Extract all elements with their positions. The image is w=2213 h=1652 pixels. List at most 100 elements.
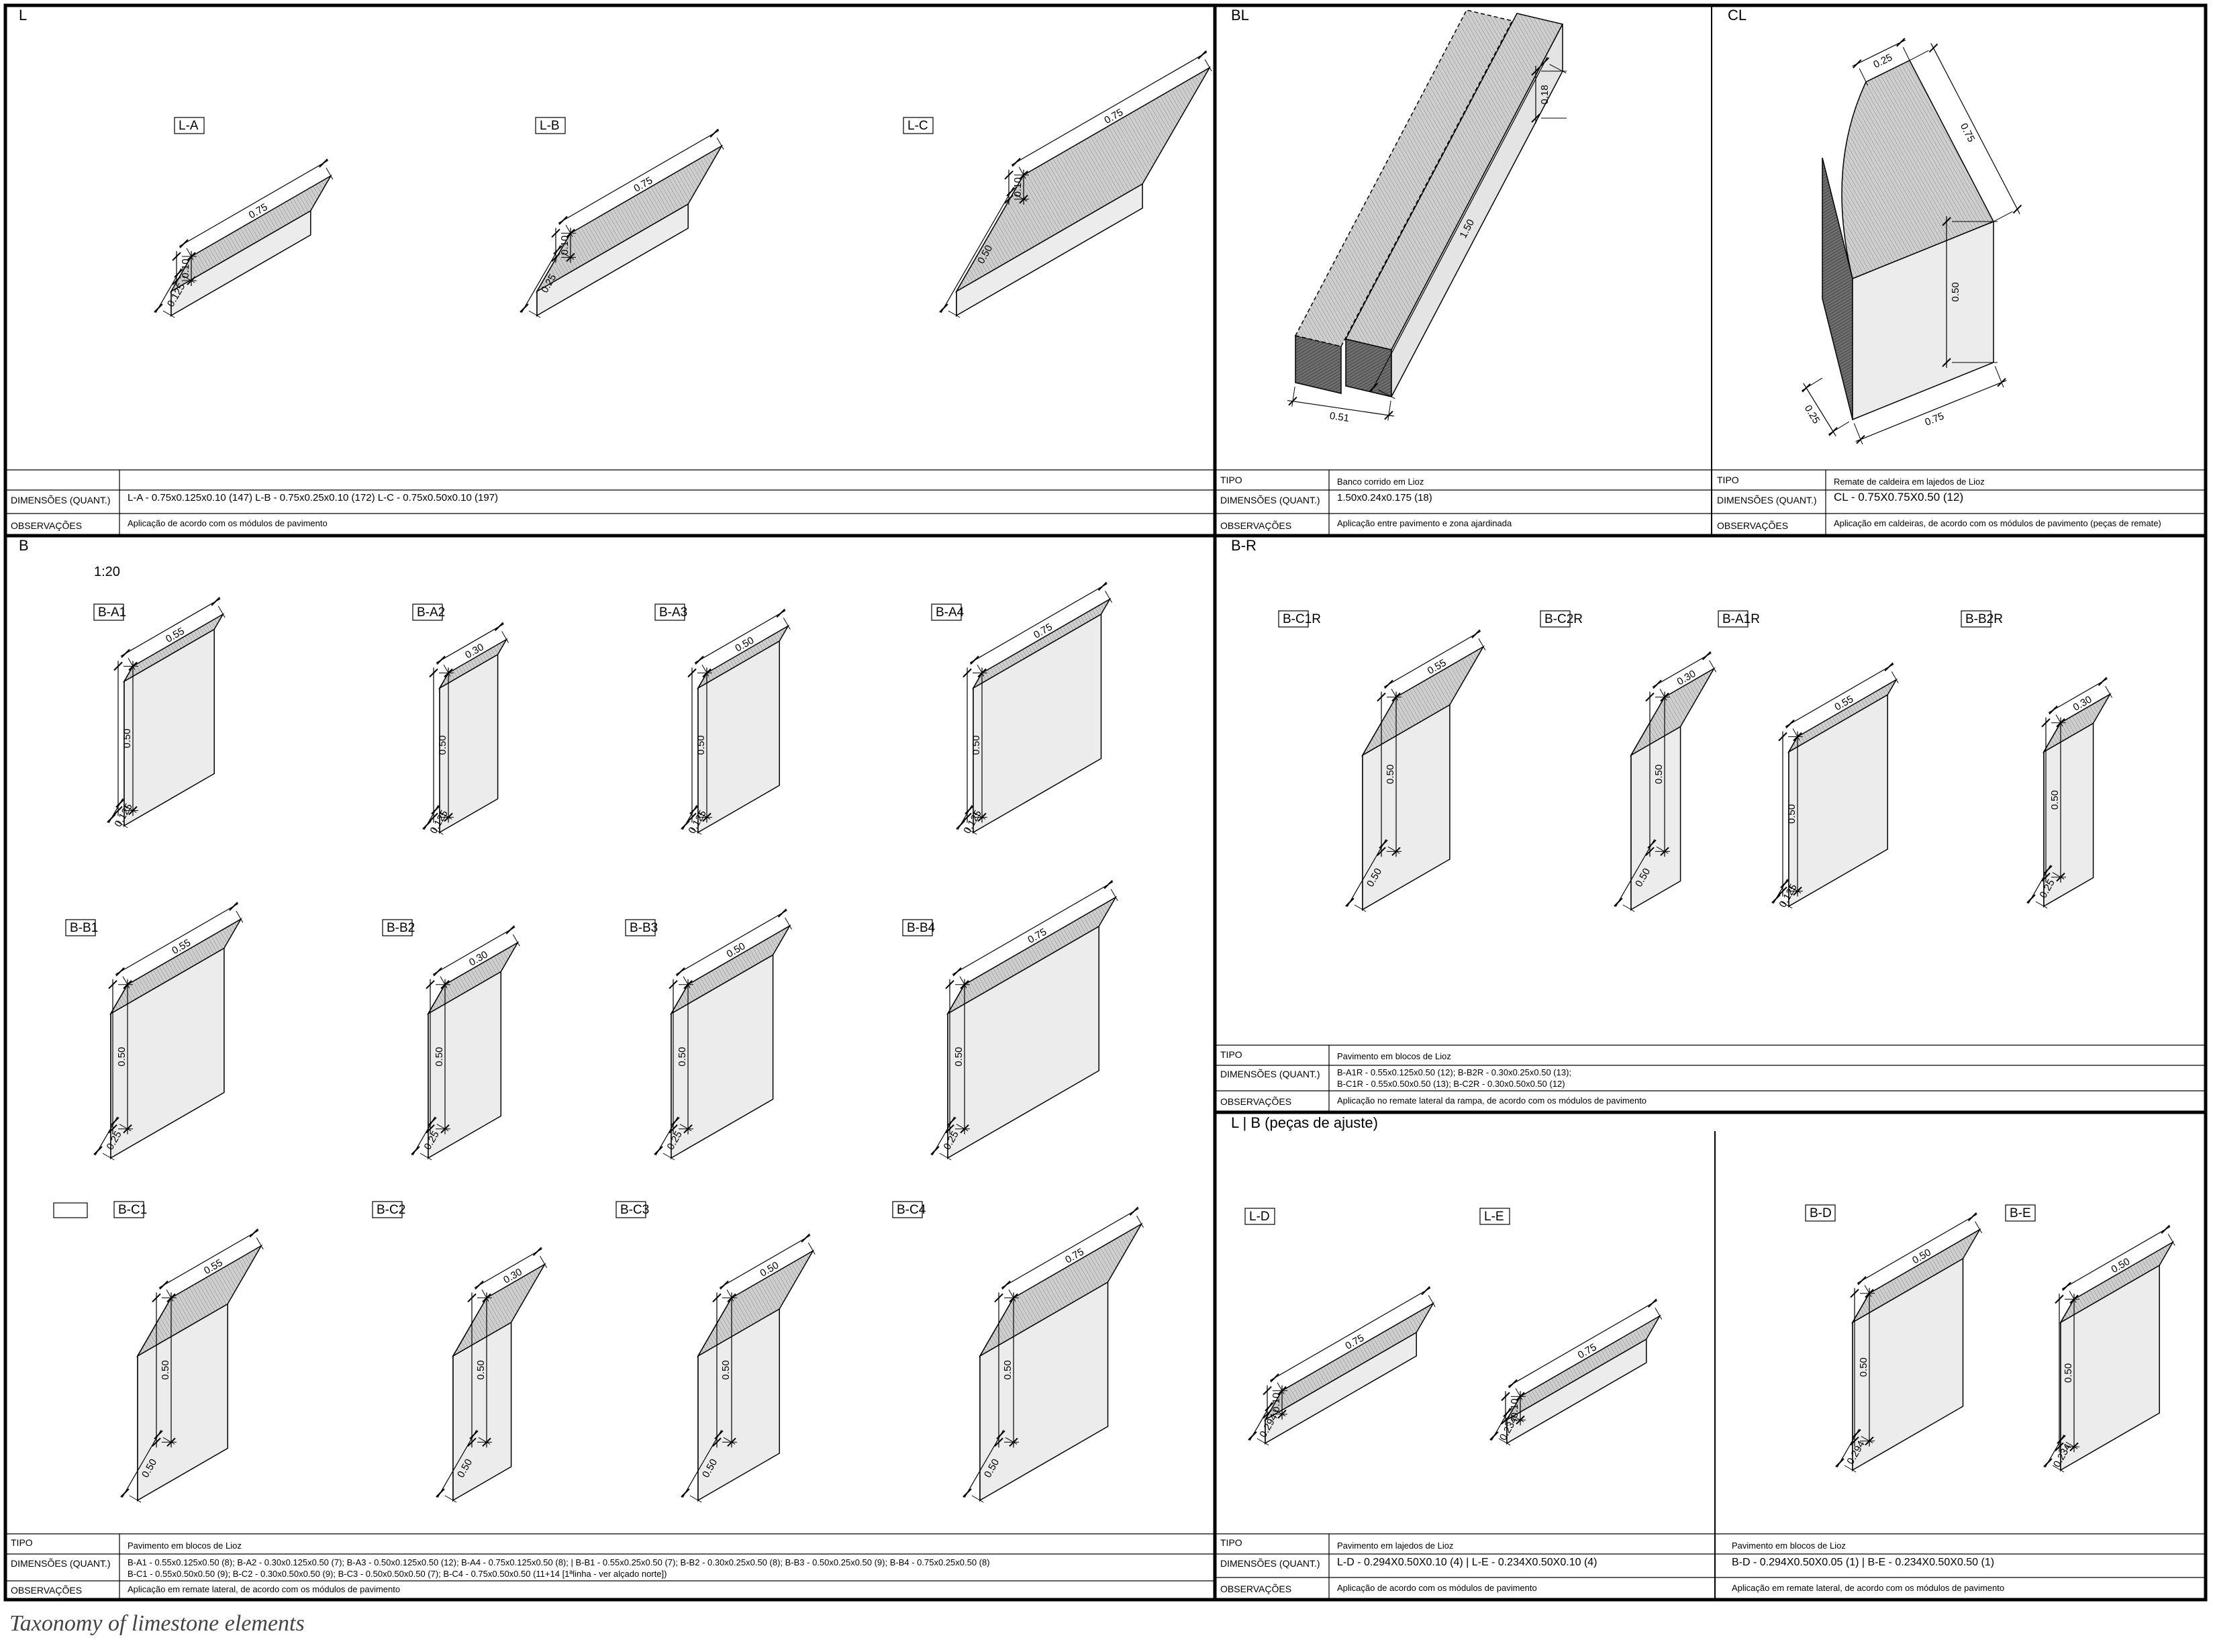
row-label: DIMENSÕES (QUANT.) xyxy=(11,1558,111,1569)
row-value: Pavimento em lajedos de Lioz xyxy=(1337,1541,1453,1551)
row-label: TIPO xyxy=(11,1537,33,1548)
dimension-label: 0.51 xyxy=(1329,410,1350,424)
piece-label-l-e: L-E xyxy=(1484,1210,1504,1224)
piece-label-b-b2: B-B2 xyxy=(387,921,415,935)
row-label: TIPO xyxy=(1220,1537,1242,1548)
piece-label-b-a2-box xyxy=(412,603,443,621)
piece-label-b-c4-box xyxy=(892,1201,923,1218)
row-label: DIMENSÕES (QUANT.) xyxy=(1220,1069,1320,1079)
dimension-label: 0.50 xyxy=(2049,790,2061,810)
dimension-label: 0.50 xyxy=(953,1047,965,1067)
piece-b-c3: 0.500.500.50B-C3 xyxy=(616,1201,816,1503)
piece-label-b-b4-box xyxy=(902,919,933,936)
row-value: B-C1R - 0.55x0.50x0.50 (13); B-C2R - 0.3… xyxy=(1337,1079,1565,1089)
panel-titles: L BL CL B B-R L | B (peças de ajuste) 1:… xyxy=(19,7,1747,1131)
piece-label-b-c1r: B-C1R xyxy=(1283,612,1321,626)
piece-label-b-b2r: B-B2R xyxy=(1965,612,2003,626)
bench-top-face xyxy=(1294,9,1514,347)
blank-label-box xyxy=(53,1202,88,1218)
table-L: DIMENSÕES (QUANT.)L-A - 0.75x0.125x0.10 … xyxy=(5,469,1215,536)
piece-label-b-a1r: B-A1R xyxy=(1722,612,1760,626)
piece-label-l-b-box xyxy=(535,117,566,134)
row-value: Banco corrido em Lioz xyxy=(1337,477,1424,487)
piece-label-b-c1-box xyxy=(113,1201,144,1218)
piece-b-b4: 0.750.500.25B-B4 xyxy=(902,879,1118,1161)
dimension-label: 0.50 xyxy=(1653,765,1665,784)
piece-label-l-d-box xyxy=(1244,1208,1275,1225)
piece-label-b-b2r-box xyxy=(1961,610,1991,628)
row-label: OBSERVAÇÕES xyxy=(1220,1584,1291,1594)
row-value: L-A - 0.75x0.125x0.10 (147) L-B - 0.75x0… xyxy=(128,492,498,503)
row-label: OBSERVAÇÕES xyxy=(1717,520,1788,531)
row-label: OBSERVAÇÕES xyxy=(11,1585,82,1596)
row-value: Aplicação de acordo com os módulos de pa… xyxy=(128,518,328,528)
piece-label-b-b4: B-B4 xyxy=(907,921,936,935)
piece-b-c1r: 0.550.500.50B-C1R xyxy=(1278,610,1486,912)
piece-label-b-e: B-E xyxy=(2010,1206,2031,1220)
piece-label-b-a1: B-A1 xyxy=(98,605,126,620)
dimension-label: 0.10 xyxy=(1012,177,1024,197)
piece-label-b-d: B-D xyxy=(1810,1206,1832,1220)
piece-b-b2: 0.300.500.25B-B2 xyxy=(382,919,520,1161)
piece-label-b-c2r-box xyxy=(1540,610,1571,628)
dimension-label: 0.50 xyxy=(434,1047,445,1067)
dimension-label: 0.10 xyxy=(559,236,571,255)
piece-label-b-c2: B-C2 xyxy=(377,1203,405,1217)
dimension-label: 0.50 xyxy=(121,728,133,748)
piece-label-l-a-box xyxy=(174,117,205,134)
row-label: TIPO xyxy=(1220,475,1242,485)
dimension-label: 0.50 xyxy=(1002,1360,1014,1379)
row-label: OBSERVAÇÕES xyxy=(1220,1096,1291,1107)
row-label: TIPO xyxy=(1220,1049,1242,1060)
row-value: L-D - 0.294X0.50X0.10 (4) | L-E - 0.234X… xyxy=(1337,1557,1597,1568)
row-value: Aplicação em remate lateral, de acordo c… xyxy=(128,1584,400,1594)
row-value: B-A1 - 0.55x0.125x0.50 (8); B-A2 - 0.30x… xyxy=(128,1557,990,1567)
piece-b-c4: 0.750.500.50B-C4 xyxy=(892,1201,1144,1503)
piece-label-l-d: L-D xyxy=(1249,1210,1270,1224)
panel-title-BR: B-R xyxy=(1231,537,1257,554)
dimension-label: 0.50 xyxy=(677,1047,688,1067)
row-value: CL - 0.75X0.75X0.50 (12) xyxy=(1834,491,1963,503)
piece-label-b-c1r-box xyxy=(1278,610,1309,628)
dimension-label: 0.50 xyxy=(1950,282,1961,301)
panel-title-L: L xyxy=(19,7,27,23)
piece-b-b1: 0.550.500.25B-B1 xyxy=(65,902,244,1161)
dimension-label: 0.50 xyxy=(971,735,982,755)
row-value: B-A1R - 0.55x0.125x0.50 (12); B-B2R - 0.… xyxy=(1337,1067,1571,1077)
row-value: B-C1 - 0.55x0.50x0.50 (9); B-C2 - 0.30x0… xyxy=(128,1569,667,1579)
piece-label-b-c2r: B-C2R xyxy=(1544,612,1583,626)
row-value: Aplicação em caldeiras, de acordo com os… xyxy=(1834,518,2161,528)
row-value: B-D - 0.294X0.50X0.05 (1) | B-E - 0.234X… xyxy=(1732,1557,1994,1568)
piece-label-l-a: L-A xyxy=(179,119,199,133)
row-value: Remate de caldeira em lajedos de Lioz xyxy=(1834,477,1985,487)
piece-label-b-e-box xyxy=(2005,1204,2036,1222)
row-label: DIMENSÕES (QUANT.) xyxy=(1220,495,1320,505)
row-label: OBSERVAÇÕES xyxy=(1220,520,1291,531)
piece-label-b-a2: B-A2 xyxy=(417,605,445,620)
dimension-label: 0.75 xyxy=(1958,122,1977,144)
panel-title-B: B xyxy=(19,537,29,554)
piece-b-b3: 0.500.500.25B-B3 xyxy=(625,908,792,1161)
dimension-label: 0.50 xyxy=(1385,765,1396,784)
piece-l-c: 0.750.100.50L-C xyxy=(903,50,1212,318)
row-value: 1.50x0.24x0.175 (18) xyxy=(1337,492,1432,503)
table-BR: TIPO Pavimento em blocos de LiozDIMENSÕES… xyxy=(1215,1044,2206,1112)
row-value: Pavimento em blocos de Lioz xyxy=(1337,1051,1451,1061)
figure-caption: Taxonomy of limestone elements xyxy=(9,1611,305,1636)
row-value: Aplicação entre pavimento e zona ajardin… xyxy=(1337,518,1512,528)
piece-label-b-b3-box xyxy=(625,919,656,936)
piece-label-b-a1-box xyxy=(93,603,124,621)
piece-label-b-b1: B-B1 xyxy=(70,921,98,935)
